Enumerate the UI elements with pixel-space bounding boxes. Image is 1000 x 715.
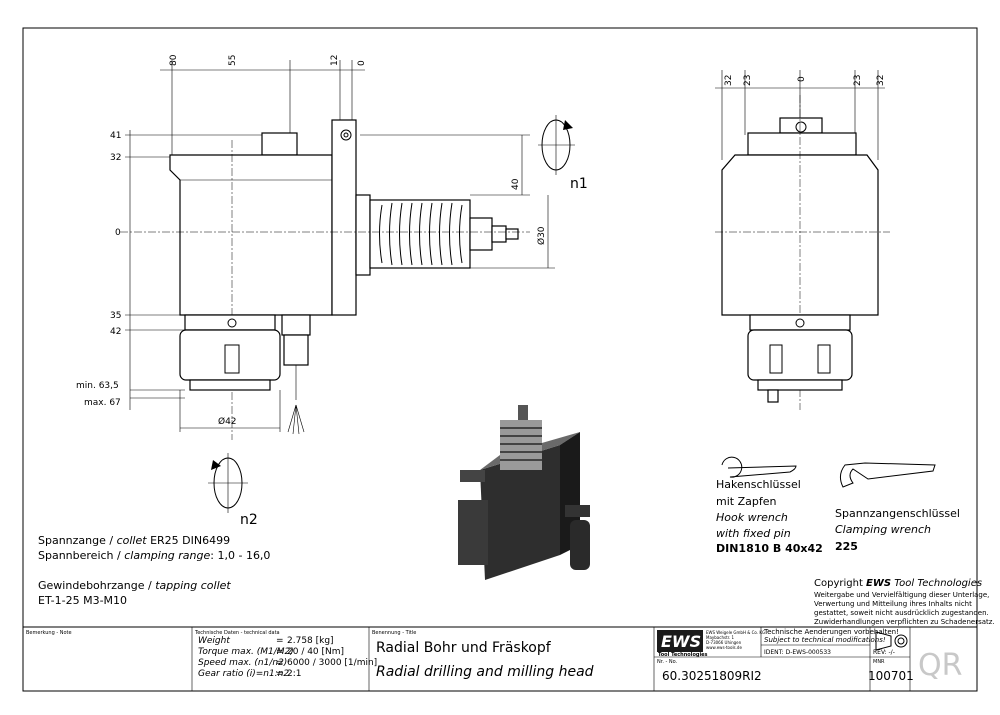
dim-55: 55 xyxy=(228,55,238,66)
svg-text:Weitergabe und Vervielfältigun: Weitergabe und Vervielfältigung dieser U… xyxy=(814,591,989,599)
svg-text:Nr. - No.: Nr. - No. xyxy=(657,659,678,665)
svg-text:Spannbereich / clamping range:: Spannbereich / clamping range: 1,0 - 16,… xyxy=(38,549,270,562)
clamping-wrench-text: Spannzangenschlüssel Clamping wrench 225 xyxy=(835,507,960,553)
dim-12: 12 xyxy=(330,55,340,66)
svg-text:Zuwiderhandlungen verpflichten: Zuwiderhandlungen verpflichten zu Schade… xyxy=(814,618,995,626)
dim-r23-right: 23 xyxy=(853,75,863,86)
svg-text:Clamping wrench: Clamping wrench xyxy=(835,523,931,536)
dim-d30: Ø30 xyxy=(536,226,547,245)
qr-placeholder: QR xyxy=(918,648,962,683)
housing-body xyxy=(169,154,333,316)
svg-text:MNR: MNR xyxy=(873,659,885,665)
dim-42: 42 xyxy=(110,327,121,337)
svg-text:Technische Aenderungen vorbeha: Technische Aenderungen vorbehalten! xyxy=(763,628,899,636)
dim-r32-right: 32 xyxy=(876,75,886,86)
dim-max: max. 67 xyxy=(84,398,121,408)
dim-min: min. 63,5 xyxy=(76,381,119,391)
svg-text:20 / 40 [Nm]: 20 / 40 [Nm] xyxy=(287,647,344,657)
hook-wrench-text: Hakenschlüssel mit Zapfen Hook wrench wi… xyxy=(716,478,823,555)
svg-text:gestattet, soweit nicht ausdrü: gestattet, soweit nicht ausdrücklich zug… xyxy=(814,609,989,617)
svg-text:www.ews-tools.de: www.ews-tools.de xyxy=(706,645,742,650)
front-view: 80 55 12 0 41 32 0 35 42 min. 63,5 max. … xyxy=(76,54,588,528)
svg-text:Gewindebohrzange / tapping col: Gewindebohrzange / tapping collet xyxy=(38,579,231,592)
svg-text:Tool Technologies: Tool Technologies xyxy=(658,652,708,658)
svg-text:ET-1-25 M3-M10: ET-1-25 M3-M10 xyxy=(38,594,127,607)
svg-text:=: = xyxy=(276,636,284,646)
dim-d42: Ø42 xyxy=(218,416,237,427)
n2-label: n2 xyxy=(240,512,258,528)
dim-0-top: 0 xyxy=(357,60,367,66)
svg-text:=: = xyxy=(276,647,284,657)
dim-0-left: 0 xyxy=(115,228,121,238)
svg-text:=: = xyxy=(276,669,284,679)
svg-text:Verwertung und Mitteilung ihre: Verwertung und Mitteilung ihres Inhalts … xyxy=(814,600,972,608)
drawing-number: 60.30251809RI2 xyxy=(662,669,762,683)
dim-r0: 0 xyxy=(797,76,807,82)
mnr-number: 100701 xyxy=(868,669,914,683)
svg-text:225: 225 xyxy=(835,540,858,553)
svg-text:2.758 [kg]: 2.758 [kg] xyxy=(287,636,334,646)
title-de: Radial Bohr und Fräskopf xyxy=(376,640,552,656)
svg-text:DIN1810 B 40x42: DIN1810 B 40x42 xyxy=(716,542,823,555)
svg-text:6000 / 3000 [1/min]: 6000 / 3000 [1/min] xyxy=(287,658,377,668)
top-lug xyxy=(261,132,298,156)
svg-text:Spannzange / collet ER25 DI: Spannzange / collet ER25 DIN6499 xyxy=(38,534,230,547)
dim-41: 41 xyxy=(110,131,121,141)
svg-text:EWS Weigele GmbH & Co. KG: EWS Weigele GmbH & Co. KG xyxy=(706,630,765,635)
svg-text:with fixed pin: with fixed pin xyxy=(716,527,791,540)
svg-text:Speed max. (n1/n2): Speed max. (n1/n2) xyxy=(198,658,287,668)
dim-80: 80 xyxy=(169,54,179,66)
tech-label: Technische Daten - technical data xyxy=(194,630,280,636)
side-plate xyxy=(331,119,357,316)
svg-text:Weight: Weight xyxy=(198,636,230,646)
collet-notes: Spannzange / collet ER25 DIN6499 Spannbe… xyxy=(38,534,270,607)
svg-text:Copyright EWS Tool Technologie: Copyright EWS Tool Technologies xyxy=(814,578,982,589)
note-label: Bemerkung - Note xyxy=(26,630,72,636)
svg-text:Subject to technical modificat: Subject to technical modifications! xyxy=(764,636,886,644)
n1-label: n1 xyxy=(570,176,588,192)
svg-text:Benennung - Title: Benennung - Title xyxy=(372,630,416,636)
svg-text:Spannzangenschlüssel: Spannzangenschlüssel xyxy=(835,507,960,520)
svg-text:D-73066 Uhingen: D-73066 Uhingen xyxy=(706,640,742,645)
svg-text:Hakenschlüssel: Hakenschlüssel xyxy=(716,478,801,491)
svg-text:IDENT: D-EWS-000533: IDENT: D-EWS-000533 xyxy=(764,649,831,656)
svg-text:=: = xyxy=(276,658,284,668)
svg-text:Gear ratio (i)=n1:n2: Gear ratio (i)=n1:n2 xyxy=(198,669,289,679)
dim-40: 40 xyxy=(511,178,521,190)
svg-text:2:1: 2:1 xyxy=(287,669,301,679)
title-en: Radial drilling and milling head xyxy=(376,664,594,680)
dim-32: 32 xyxy=(110,153,121,163)
isometric-render xyxy=(458,405,590,580)
hook-wrench-icon xyxy=(721,456,797,478)
ews-logo: EWS xyxy=(661,632,701,651)
svg-text:Hook wrench: Hook wrench xyxy=(716,511,788,524)
svg-text:REV: -/-: REV: -/- xyxy=(873,649,895,656)
dim-r23-left: 23 xyxy=(743,75,753,86)
svg-text:mit Zapfen: mit Zapfen xyxy=(716,495,776,508)
title-block: Bemerkung - Note Technische Daten - tech… xyxy=(22,626,978,692)
dim-r32-left: 32 xyxy=(724,75,734,86)
svg-text:Maybachstr. 1: Maybachstr. 1 xyxy=(706,635,734,640)
copyright-block: Copyright EWS Tool Technologies Weiterga… xyxy=(814,578,995,626)
dim-35: 35 xyxy=(110,311,121,321)
side-view: 32 23 0 23 32 xyxy=(715,70,890,410)
svg-text:Torque max. (M1/M2): Torque max. (M1/M2) xyxy=(198,647,294,657)
clamping-wrench-icon xyxy=(839,462,936,488)
